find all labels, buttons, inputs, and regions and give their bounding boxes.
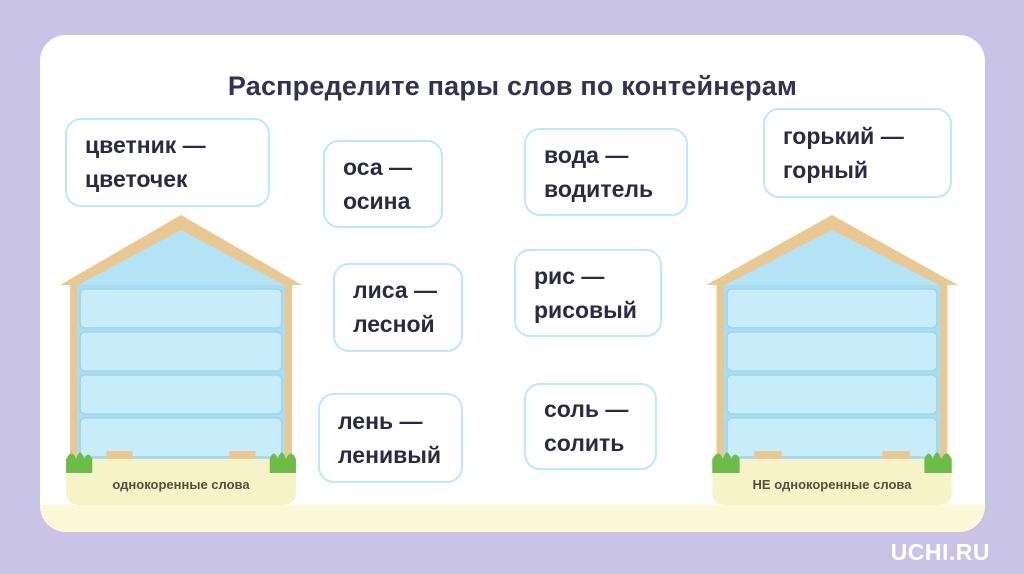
word-card-line2: лесной	[353, 311, 435, 337]
uchi-logo: UCHI.RU	[890, 539, 990, 565]
house-graphic	[706, 215, 958, 505]
drop-container-not-same-root[interactable]: НЕ однокоренные слова	[706, 205, 958, 505]
word-card-line2: солить	[544, 430, 625, 456]
drop-container-same-root[interactable]: однокоренные слова	[60, 205, 302, 505]
word-card[interactable]: рис — рисовый	[514, 249, 662, 337]
word-card-line1: соль —	[544, 396, 629, 423]
word-card[interactable]: вода — водитель	[524, 128, 688, 216]
word-card-line2: водитель	[544, 175, 654, 202]
word-card[interactable]: лиса — лесной	[333, 263, 463, 352]
word-card-line2: цветочек	[85, 166, 188, 192]
word-card-line2: рисовый	[534, 296, 637, 323]
word-card-line1: лень —	[338, 407, 423, 434]
word-card-line1: вода —	[544, 141, 629, 168]
word-card[interactable]: цветник — цветочек	[65, 118, 270, 207]
word-card[interactable]: горький — горный	[763, 108, 952, 198]
word-card-line2: ленивый	[338, 441, 442, 468]
house-label: однокоренные слова	[112, 477, 250, 492]
worksheet-panel: Распределите пары слов по контейнерам цв…	[40, 35, 985, 532]
house-label: НЕ однокоренные слова	[752, 477, 912, 492]
word-card[interactable]: соль — солить	[524, 383, 657, 470]
word-card-line1: оса —	[343, 153, 412, 180]
word-card-line2: горный	[783, 156, 869, 183]
word-card-line1: рис —	[534, 262, 605, 289]
word-card-line1: горький —	[783, 122, 904, 149]
footer-strip	[40, 505, 985, 532]
word-card[interactable]: лень — ленивый	[318, 393, 463, 483]
word-card-line1: лиса —	[353, 277, 438, 304]
page-title: Распределите пары слов по контейнерам	[227, 71, 798, 101]
word-card[interactable]: оса — осина	[323, 140, 443, 228]
house-graphic	[60, 215, 302, 505]
word-card-line2: осина	[343, 187, 411, 214]
word-card-line1: цветник —	[85, 132, 206, 159]
